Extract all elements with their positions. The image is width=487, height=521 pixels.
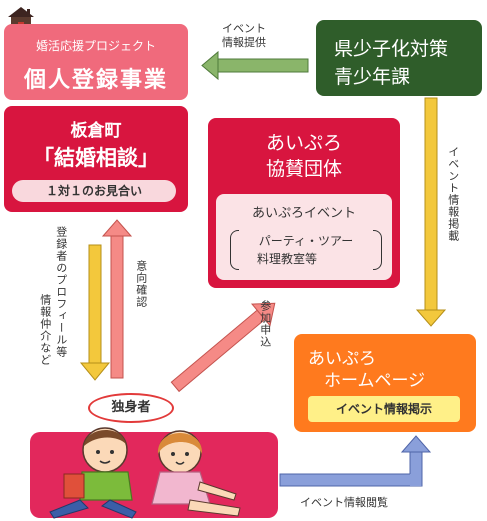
project-title: 個人登録事業 [23, 68, 168, 93]
homepage-line1: あいぷろ [308, 349, 376, 369]
arrow-event-browse [279, 435, 432, 487]
prefecture-line1: 県少子化対策 [334, 38, 449, 60]
sponsor-line2: 協賛団体 [265, 158, 342, 180]
project-subtitle: 婚活応援プロジェクト [35, 39, 156, 53]
singles-text: 独身者 [111, 400, 151, 415]
sponsor-event-title: あいぷろイベント [251, 206, 356, 221]
label-participation: 参加申込 [258, 300, 272, 348]
homepage-badge: イベント情報掲示 [308, 396, 460, 422]
label-event-browse: イベント情報閲覧 [300, 496, 388, 509]
consultation-title: 「結婚相談」 [33, 146, 159, 170]
label-event-provide: イベント 情報提供 [222, 22, 266, 49]
left-bracket [230, 230, 239, 270]
label-info-mediation: 情報仲介など [38, 294, 52, 366]
arrow-event-provide [201, 50, 309, 81]
label-event-post: イベント情報掲載 [446, 146, 460, 242]
prefecture-box: 県少子化対策 青少年課 [316, 20, 482, 96]
project-box: 婚活応援プロジェクト 個人登録事業 [4, 24, 188, 100]
sponsor-box: あいぷろ 協賛団体 あいぷろイベント パーティ・ツアー 料理教室等 [208, 118, 400, 288]
consultation-box: 板倉町 「結婚相談」 １対１のお見合い [4, 106, 188, 212]
consultation-town: 板倉町 [70, 121, 122, 141]
arrow-participation [170, 302, 276, 393]
arrow-intention [101, 219, 133, 379]
singles-label: 独身者 [88, 393, 174, 423]
label-intention: 意向確認 [134, 260, 148, 308]
arrow-event-post [415, 97, 447, 327]
prefecture-line2: 青少年課 [334, 66, 411, 88]
label-registrant-info: 登録者のプロフィール等 [54, 226, 68, 358]
arrow-registrant-info [79, 244, 111, 381]
sponsor-event-line2: 料理教室等 [256, 252, 317, 266]
sponsor-event-line1: パーティ・ツアー [258, 234, 354, 248]
couple-illustration [49, 427, 241, 519]
homepage-box: あいぷろ ホームページ イベント情報掲示 [294, 334, 476, 432]
sponsor-line1: あいぷろ [265, 132, 342, 154]
consultation-badge: １対１のお見合い [12, 180, 176, 202]
homepage-line2: ホームページ [324, 371, 426, 391]
sponsor-event-panel: あいぷろイベント パーティ・ツアー 料理教室等 [216, 194, 392, 280]
